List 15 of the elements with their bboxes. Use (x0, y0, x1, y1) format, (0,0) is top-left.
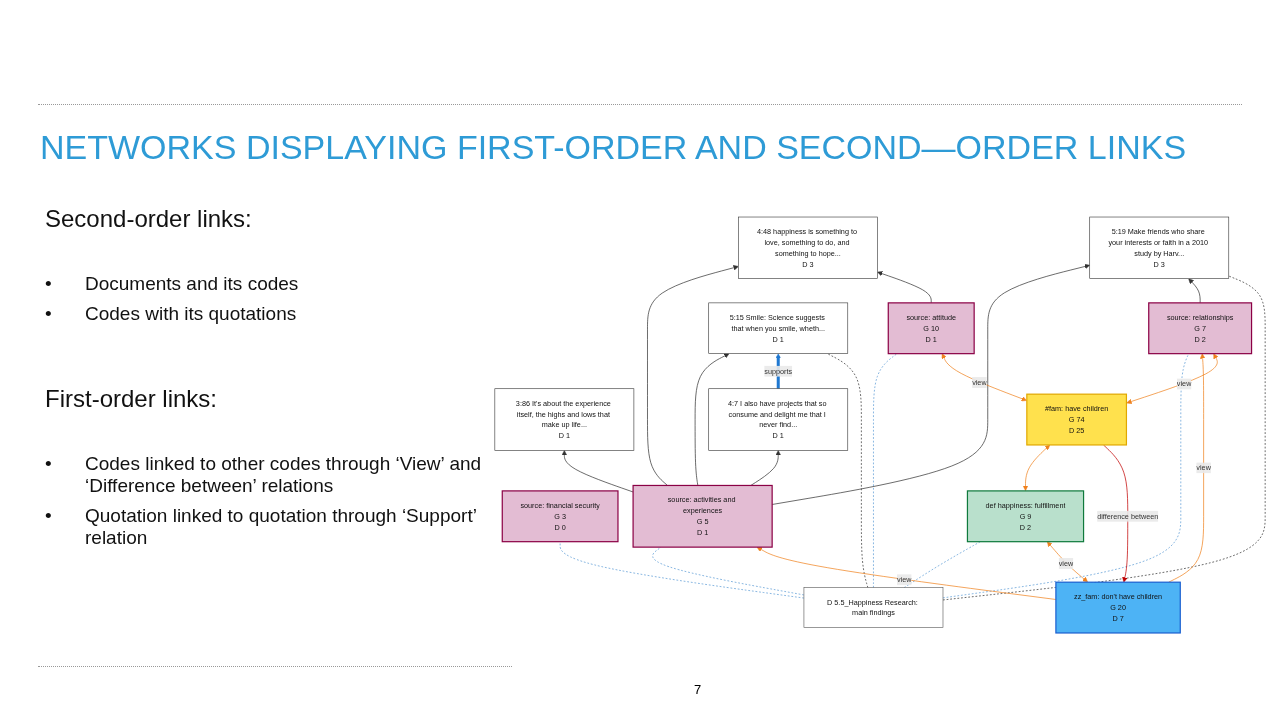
section-heading: Second-order links: (45, 205, 253, 233)
bullet-marker: • (45, 303, 53, 325)
bullet-marker: • (45, 273, 53, 295)
bullet-text: Codes linked to other codes through ‘View’ and ‘Difference between’ relations (85, 453, 483, 497)
bullet-marker: • (45, 505, 53, 528)
bullet-text: Quotation linked to quotation through ‘Support’ relation (85, 505, 478, 549)
bullet-text: Codes with its quotations (85, 303, 297, 325)
connector (827, 353, 869, 588)
page-number: 7 (694, 682, 702, 697)
bullet-text: Documents and its codes (85, 273, 299, 295)
bullet-marker: • (45, 453, 53, 476)
connector (942, 353, 1190, 599)
connector (873, 353, 898, 588)
section-heading: First-order links: (45, 385, 219, 413)
slide-title: NETWORKS DISPLAYING FIRST-ORDER AND SECOND—ORDER LINKS (40, 128, 1187, 167)
